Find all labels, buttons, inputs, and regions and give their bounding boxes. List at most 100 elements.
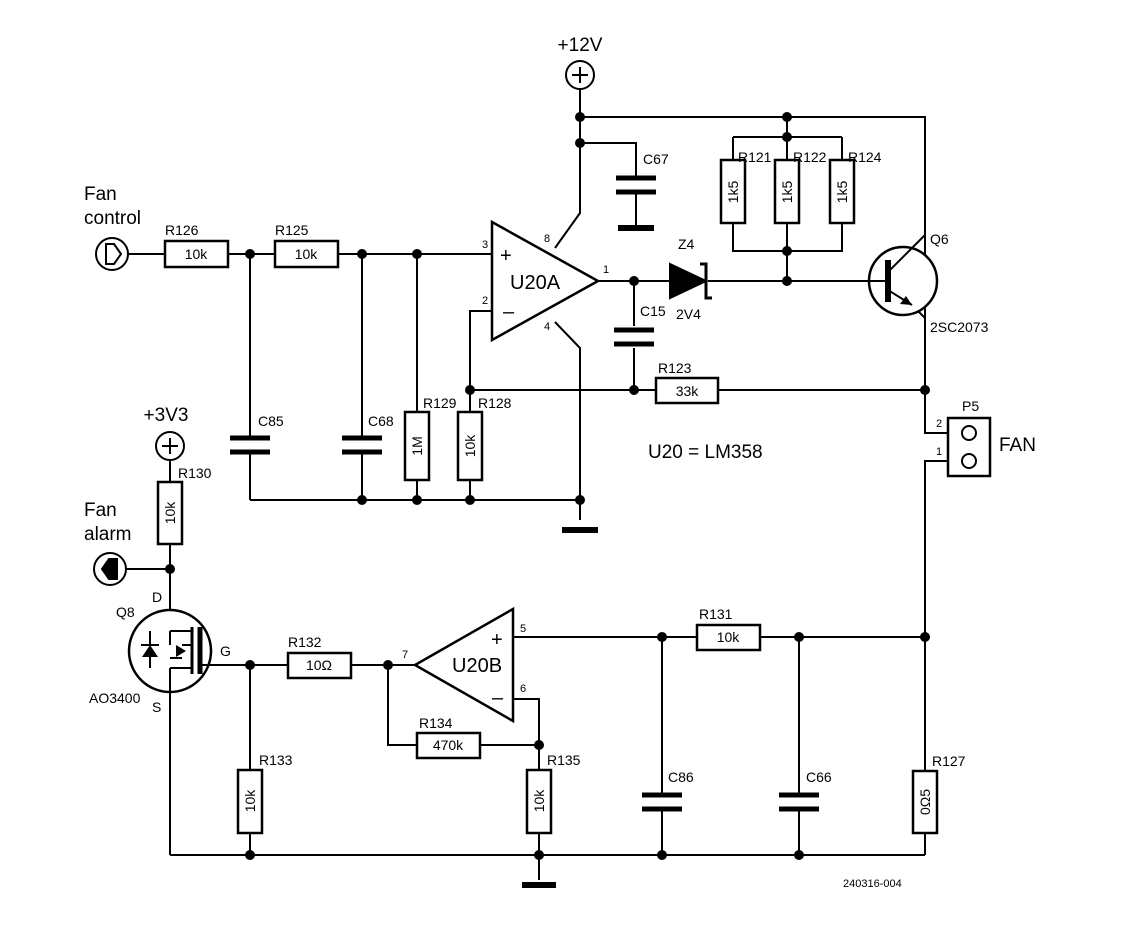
u20a-pin4: 4 bbox=[544, 321, 550, 333]
r125-ref: R125 bbox=[275, 222, 309, 238]
r134-ref: R134 bbox=[419, 715, 453, 731]
r128-ref: R128 bbox=[478, 395, 512, 411]
zener-z4: Z4 2V4 bbox=[669, 236, 712, 322]
q8-ref: Q8 bbox=[116, 604, 135, 620]
r125-value: 10k bbox=[295, 246, 319, 262]
fan-control-label-1: Fan bbox=[84, 184, 117, 205]
supply-12v-label: +12V bbox=[558, 35, 603, 56]
capacitor-c68: C68 bbox=[342, 413, 394, 460]
resistor-r134: R134 470k bbox=[415, 715, 482, 760]
r135-ref: R135 bbox=[547, 752, 581, 768]
resistor-r128: R128 10k bbox=[456, 395, 512, 482]
q6-ref: Q6 bbox=[930, 231, 949, 247]
u20b-pin5: 5 bbox=[520, 623, 526, 635]
resistor-r122: R122 1k5 bbox=[773, 149, 827, 225]
resistor-r135: R135 10k bbox=[525, 752, 581, 835]
resistor-r129: R129 1M bbox=[403, 395, 457, 482]
q8-part: AO3400 bbox=[89, 690, 141, 706]
r133-ref: R133 bbox=[259, 752, 293, 768]
r129-ref: R129 bbox=[423, 395, 457, 411]
r135-value: 10k bbox=[531, 789, 547, 813]
resistor-r124: R124 1k5 bbox=[828, 149, 882, 225]
p5-pin2: 2 bbox=[936, 418, 942, 430]
u20b-ref: U20B bbox=[452, 655, 502, 677]
r132-ref: R132 bbox=[288, 634, 322, 650]
resistor-r131: R131 10k bbox=[695, 606, 762, 652]
r127-value: 0Ω5 bbox=[917, 789, 933, 815]
r131-value: 10k bbox=[717, 629, 741, 645]
u20b-pin7: 7 bbox=[402, 649, 408, 661]
resistor-r125: R125 10k bbox=[273, 222, 340, 269]
junction-dots bbox=[165, 112, 930, 860]
resistor-r133: R133 10k bbox=[236, 752, 293, 835]
r128-value: 10k bbox=[462, 434, 478, 458]
c85-ref: C85 bbox=[258, 413, 284, 429]
z4-value: 2V4 bbox=[676, 306, 701, 322]
u20a-pin2: 2 bbox=[482, 295, 488, 307]
p5-pin1: 1 bbox=[936, 446, 942, 458]
svg-text:+: + bbox=[491, 629, 503, 651]
c66-ref: C66 bbox=[806, 769, 832, 785]
u20a-pin8: 8 bbox=[544, 233, 550, 245]
capacitor-c66: C66 bbox=[779, 769, 832, 820]
opamp-u20a: + – U20A 3 2 1 8 4 bbox=[482, 219, 609, 343]
r127-ref: R127 bbox=[932, 753, 966, 769]
fan-alarm-label-2: alarm bbox=[84, 524, 132, 545]
r122-ref: R122 bbox=[793, 149, 827, 165]
mosfet-q8: Q8 AO3400 D G S bbox=[89, 589, 231, 715]
fan-alarm-output: Fan alarm bbox=[84, 500, 132, 586]
r134-value: 470k bbox=[433, 737, 464, 753]
fan-alarm-label-1: Fan bbox=[84, 500, 117, 521]
capacitor-c67: C67 bbox=[616, 151, 669, 208]
supply-3v3-label: +3V3 bbox=[144, 405, 189, 426]
c67-ref: C67 bbox=[643, 151, 669, 167]
z4-ref: Z4 bbox=[678, 236, 695, 252]
connector-p5: P5 2 1 FAN bbox=[936, 398, 1036, 478]
wires bbox=[125, 89, 948, 880]
q8-pin-s: S bbox=[152, 699, 161, 715]
c68-ref: C68 bbox=[368, 413, 394, 429]
q8-pin-g: G bbox=[220, 643, 231, 659]
r130-ref: R130 bbox=[178, 465, 212, 481]
r121-value: 1k5 bbox=[725, 181, 741, 204]
figure-code: 240316-004 bbox=[843, 878, 902, 890]
r126-value: 10k bbox=[185, 246, 209, 262]
capacitor-c15: C15 bbox=[614, 303, 666, 347]
r121-ref: R121 bbox=[738, 149, 772, 165]
supply-3v3: +3V3 bbox=[144, 405, 189, 461]
r123-value: 33k bbox=[676, 383, 700, 399]
r130-value: 10k bbox=[162, 501, 178, 525]
r132-value: 10Ω bbox=[306, 657, 332, 673]
c15-ref: C15 bbox=[640, 303, 666, 319]
transistor-q6: Q6 2SC2073 bbox=[867, 231, 989, 335]
resistor-r127: R127 0Ω5 bbox=[911, 753, 966, 835]
u20a-ref: U20A bbox=[510, 272, 561, 294]
u20-note: U20 = LM358 bbox=[648, 442, 763, 463]
r129-value: 1M bbox=[409, 436, 425, 455]
r126-ref: R126 bbox=[165, 222, 199, 238]
r123-ref: R123 bbox=[658, 360, 692, 376]
fan-control-input: Fan control bbox=[84, 184, 141, 271]
svg-text:+: + bbox=[500, 245, 512, 267]
r122-value: 1k5 bbox=[779, 181, 795, 204]
c86-ref: C86 bbox=[668, 769, 694, 785]
supply-12v: +12V bbox=[558, 35, 603, 90]
q6-part: 2SC2073 bbox=[930, 319, 989, 335]
resistor-r132: R132 10Ω bbox=[286, 634, 353, 680]
p5-ref: P5 bbox=[962, 398, 979, 414]
svg-text:–: – bbox=[503, 301, 515, 323]
resistor-r123: R123 33k bbox=[654, 360, 720, 405]
r133-value: 10k bbox=[242, 789, 258, 813]
resistor-r126: R126 10k bbox=[163, 222, 230, 269]
opamp-u20b: + – U20B 5 6 7 bbox=[402, 606, 526, 724]
r131-ref: R131 bbox=[699, 606, 733, 622]
u20a-pin1: 1 bbox=[603, 264, 609, 276]
r124-value: 1k5 bbox=[834, 181, 850, 204]
capacitor-c86: C86 bbox=[642, 769, 694, 820]
resistor-r121: R121 1k5 bbox=[719, 149, 772, 225]
resistor-r130: R130 10k bbox=[156, 465, 212, 546]
fan-control-label-2: control bbox=[84, 208, 141, 229]
r124-ref: R124 bbox=[848, 149, 882, 165]
capacitor-c85: C85 bbox=[230, 413, 284, 460]
